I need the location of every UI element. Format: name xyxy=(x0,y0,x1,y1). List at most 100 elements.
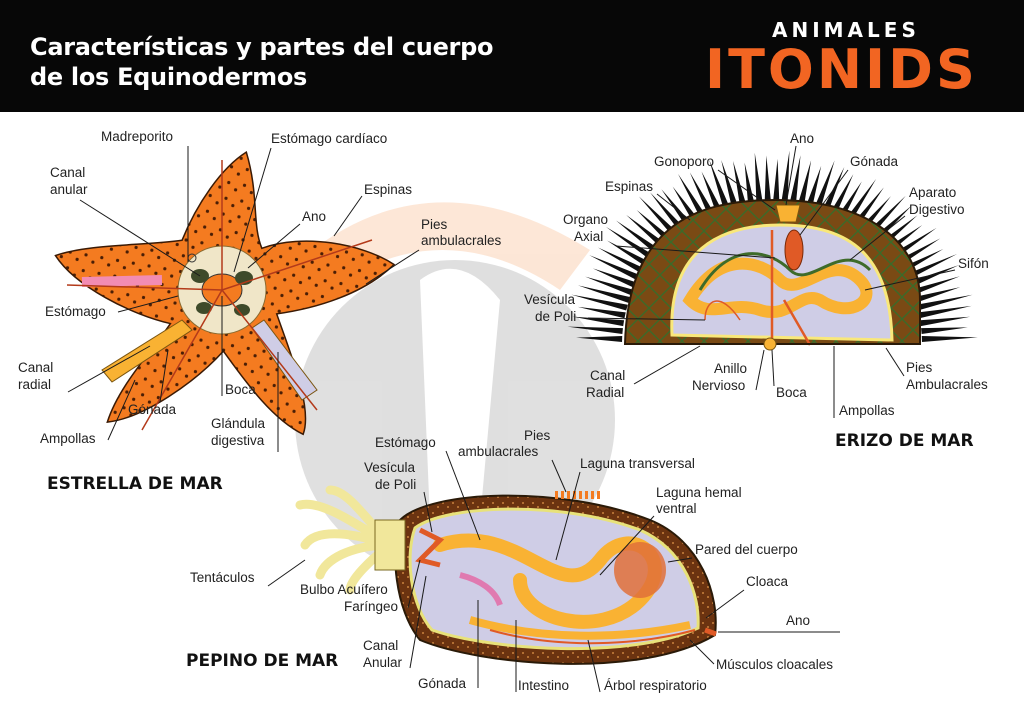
label-canal-anular-1: Canal xyxy=(50,165,85,180)
label-pared: Pared del cuerpo xyxy=(695,542,798,557)
label-estomago-cardiaco: Estómago cardíaco xyxy=(271,131,387,146)
label-glandula-1: Glándula xyxy=(211,416,266,431)
label-urchin-ampollas: Ampollas xyxy=(839,403,895,418)
label-cuc-canal-1: Canal xyxy=(363,638,398,653)
label-urchin-ano: Ano xyxy=(790,131,814,146)
label-organo-2: Axial xyxy=(574,229,603,244)
label-cuc-ano: Ano xyxy=(786,613,810,628)
label-canal-radial-2: radial xyxy=(18,377,51,392)
label-urchin-pies-2: Ambulacrales xyxy=(906,377,988,392)
header-bar: Características y partes del cuerpo de l… xyxy=(0,0,1024,112)
leader-laguna-transversal xyxy=(555,471,581,561)
leader-urchin-vesicula xyxy=(587,317,706,321)
leader-organo xyxy=(615,245,776,259)
leader-canal-anular xyxy=(79,199,201,277)
label-pies-2: ambulacrales xyxy=(421,233,502,248)
leader-cuc-canal xyxy=(409,575,427,669)
label-ano: Ano xyxy=(302,209,326,224)
leader-urchin-canal xyxy=(633,345,701,385)
label-bulbo-1: Bulbo Acuífero xyxy=(300,582,388,597)
label-urchin-boca: Boca xyxy=(776,385,807,400)
label-gonada: Gónada xyxy=(128,402,177,417)
label-glandula-2: digestiva xyxy=(211,433,265,448)
leader-musculos xyxy=(689,639,715,665)
label-estomago: Estómago xyxy=(45,304,106,319)
label-urchin-espinas: Espinas xyxy=(605,179,653,194)
title-starfish: ESTRELLA DE MAR xyxy=(47,474,223,494)
label-urchin-canal-2: Radial xyxy=(586,385,624,400)
label-musculos: Músculos cloacales xyxy=(716,657,833,672)
label-urchin-pies-1: Pies xyxy=(906,360,933,375)
label-gonoporo: Gonoporo xyxy=(654,154,714,169)
label-canal-radial-1: Canal xyxy=(18,360,53,375)
leader-cuc-estomago xyxy=(445,450,481,541)
label-laguna-transversal: Laguna transversal xyxy=(580,456,695,471)
label-intestino: Intestino xyxy=(518,678,569,693)
title-line-2: de los Equinodermos xyxy=(30,63,308,91)
leader-ampollas xyxy=(107,379,136,441)
label-cuc-canal-2: Anular xyxy=(363,655,403,670)
leader-cuc-vesicula xyxy=(423,491,433,533)
leader-urchin-ano xyxy=(785,145,797,206)
title-cucumber: PEPINO DE MAR xyxy=(186,651,338,671)
label-cuc-estomago: Estómago xyxy=(375,435,436,450)
leader-laguna-hemal xyxy=(599,515,655,576)
brand-logo: ITONIDS xyxy=(705,38,978,101)
leader-canal-radial xyxy=(67,345,151,393)
leader-estomago-cardiaco xyxy=(233,147,272,273)
label-organo-1: Organo xyxy=(563,212,608,227)
label-anillo-1: Anillo xyxy=(714,361,747,376)
cucumber-illustration xyxy=(295,485,717,665)
page-title: Características y partes del cuerpo de l… xyxy=(30,32,493,92)
label-laguna-hemal-2: ventral xyxy=(656,501,697,516)
leader-cuc-pies xyxy=(551,459,567,493)
label-cuc-gonada: Gónada xyxy=(418,676,467,691)
label-aparato-1: Aparato xyxy=(909,185,956,200)
label-cuc-pies-2: ambulacrales xyxy=(458,444,539,459)
title-urchin: ERIZO DE MAR xyxy=(835,431,974,451)
label-cuc-vesicula-2: de Poli xyxy=(375,477,416,492)
label-bulbo-2: Faríngeo xyxy=(344,599,398,614)
label-ampollas: Ampollas xyxy=(40,431,96,446)
leader-arbol xyxy=(587,639,601,693)
leader-espinas xyxy=(333,195,363,237)
label-cuc-vesicula-1: Vesícula xyxy=(364,460,416,475)
leader-bulbo xyxy=(407,559,421,609)
leader-sifon xyxy=(864,269,956,291)
leader-anillo xyxy=(755,349,765,391)
label-tentaculos: Tentáculos xyxy=(190,570,255,585)
label-urchin-gonada: Gónada xyxy=(850,154,899,169)
label-urchin-vesicula-2: de Poli xyxy=(535,309,576,324)
leader-cloaca xyxy=(705,589,745,619)
label-arbol: Árbol respiratorio xyxy=(604,678,707,693)
leader-pared xyxy=(667,557,693,563)
cucumber-labels: Estómago Pies ambulacrales Vesícula de P… xyxy=(186,428,840,693)
leader-estomago xyxy=(117,295,179,313)
urchin-labels: Ano Gonoporo Gónada Espinas Aparato Dige… xyxy=(524,131,989,451)
leader-gonoporo xyxy=(717,169,776,211)
starfish-labels: Madreporito Estómago cardíaco Canal anul… xyxy=(18,129,502,494)
label-laguna-hemal-1: Laguna hemal xyxy=(656,485,742,500)
label-espinas: Espinas xyxy=(364,182,412,197)
leader-pies xyxy=(365,249,420,285)
leader-ano xyxy=(247,223,301,269)
label-canal-anular-2: anular xyxy=(50,182,88,197)
label-cloaca: Cloaca xyxy=(746,574,789,589)
leader-urchin-pies xyxy=(885,347,905,377)
urchin-illustration xyxy=(567,150,978,351)
urchin-spines xyxy=(567,150,978,343)
leader-tentaculos xyxy=(267,559,306,587)
starfish-illustration xyxy=(54,150,396,436)
title-line-1: Características y partes del cuerpo xyxy=(30,33,494,61)
brand-tagline: ANIMALES xyxy=(772,18,920,42)
label-pies-1: Pies xyxy=(421,217,448,232)
leader-urchin-espinas xyxy=(656,193,691,221)
label-sifon: Sifón xyxy=(958,256,989,271)
label-urchin-vesicula-1: Vesícula xyxy=(524,292,576,307)
tentacles xyxy=(295,485,406,595)
label-cuc-pies-1: Pies xyxy=(524,428,551,443)
label-anillo-2: Nervioso xyxy=(692,378,745,393)
label-madreporito: Madreporito xyxy=(101,129,173,144)
